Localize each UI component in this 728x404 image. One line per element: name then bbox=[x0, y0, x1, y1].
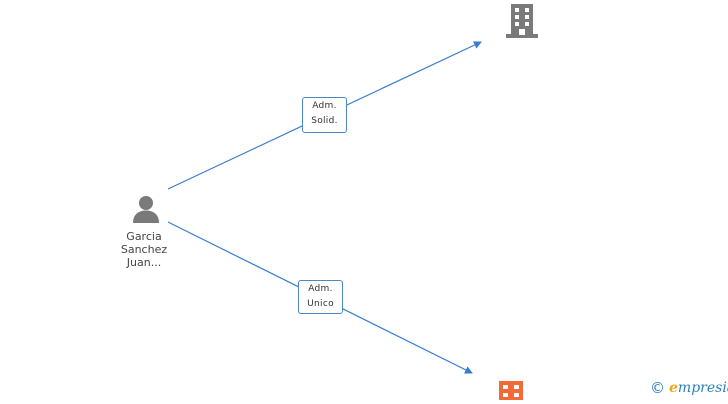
person-icon[interactable] bbox=[131, 194, 161, 228]
company-bottom-building-icon[interactable] bbox=[499, 381, 523, 404]
relation-label-line: Unico bbox=[307, 299, 334, 309]
person-name-line: Juan... bbox=[126, 256, 162, 269]
brand-watermark: © empresia bbox=[650, 378, 728, 398]
brand-logo-rest: mpresia bbox=[677, 380, 728, 396]
person-name-line: Garcia bbox=[126, 230, 162, 243]
person-name-line: Sanchez bbox=[120, 243, 168, 256]
relation-label-line: Solid. bbox=[311, 116, 338, 126]
relation-label-line: Adm. bbox=[308, 284, 333, 294]
copyright-icon: © bbox=[650, 378, 665, 397]
company-top-building-icon[interactable] bbox=[506, 4, 538, 42]
relation-label-adm-unico[interactable]: Adm. Unico bbox=[298, 280, 343, 314]
brand-logo-initial: e bbox=[669, 380, 678, 396]
relation-label-line: Adm. bbox=[312, 101, 337, 111]
brand-logo: empresia bbox=[669, 380, 728, 396]
person-name[interactable]: Garcia Sanchez Juan... bbox=[100, 230, 188, 269]
relation-label-adm-solid[interactable]: Adm. Solid. bbox=[302, 97, 347, 133]
